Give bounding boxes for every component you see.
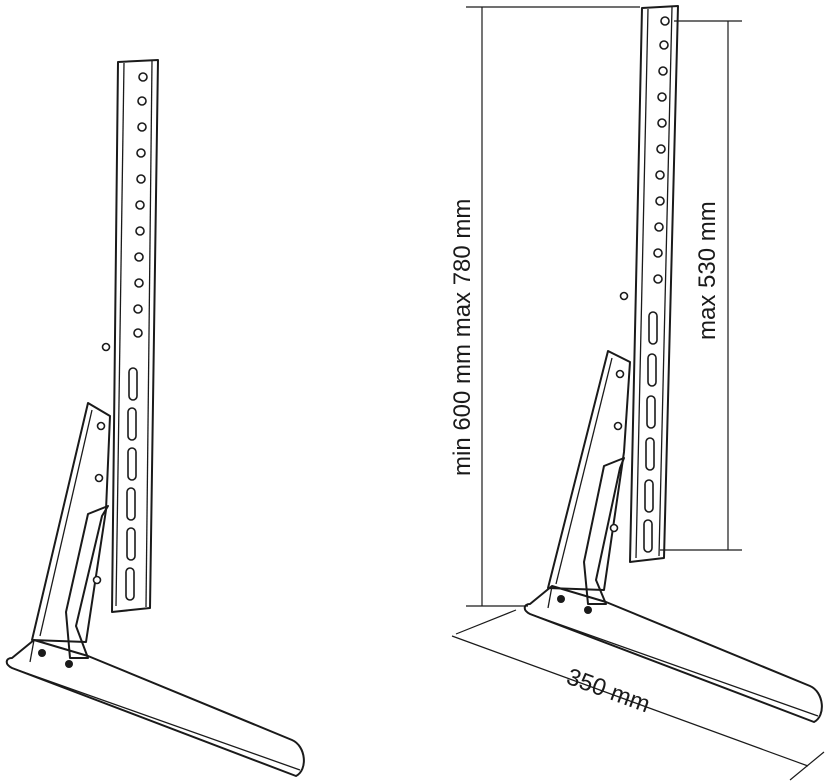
right-column-slots (643, 311, 658, 553)
dimension-column-height (660, 20, 742, 551)
left-column-slots (125, 367, 138, 601)
right-column (619, 5, 679, 563)
right-stand (523, 5, 823, 723)
dimension-total-height (466, 6, 640, 607)
column-height-label: max 530 mm (694, 201, 721, 340)
left-foot (5, 639, 305, 777)
total-height-label: min 600 mm max 780 mm (449, 199, 476, 476)
right-brace (547, 350, 631, 605)
left-column-holes (133, 72, 148, 338)
left-stand (5, 59, 305, 777)
right-foot (523, 585, 823, 723)
left-column (101, 59, 159, 613)
base-depth-label: 350 mm (563, 663, 654, 718)
left-brace (31, 402, 111, 659)
right-column-holes (653, 16, 670, 284)
dimension-base-depth (451, 609, 825, 781)
